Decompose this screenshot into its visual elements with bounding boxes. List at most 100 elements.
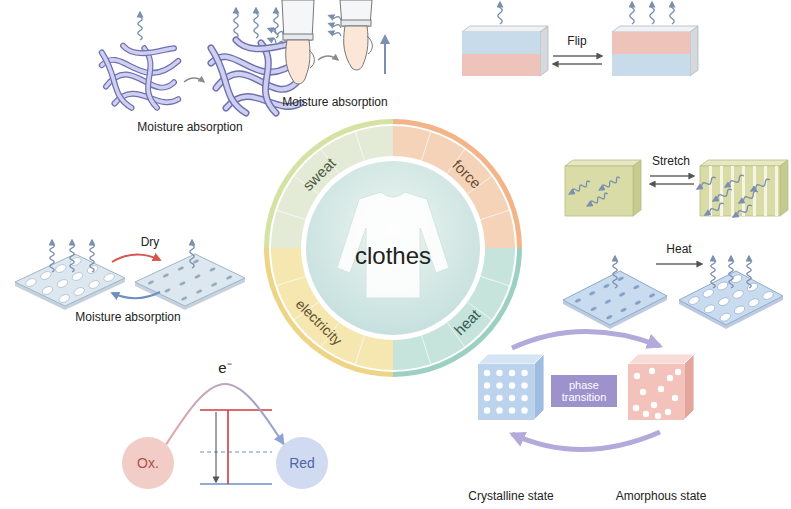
wavy-arrow (254, 8, 258, 38)
stretch-gap (720, 166, 723, 216)
redox-circle: Ox. (122, 437, 174, 489)
process-arrow (184, 78, 204, 82)
redox-circle: Red (276, 437, 328, 489)
pore (56, 278, 69, 289)
annotation-label: Crystalline state (468, 490, 553, 504)
fiber (211, 48, 246, 113)
wavy-arrow (498, 2, 502, 24)
thumb (309, 50, 314, 68)
sector-divider (421, 132, 430, 161)
sector-group (264, 248, 393, 377)
sector-group (393, 248, 522, 377)
center-rim (302, 157, 484, 339)
block-top (700, 160, 788, 166)
pore (39, 270, 52, 281)
fiber-outline (211, 48, 246, 113)
wavy-arrow (670, 2, 674, 24)
stretch-gap (731, 166, 734, 216)
bilayer-block (612, 26, 698, 76)
sector-divider (321, 322, 339, 346)
fiber-outline (261, 43, 276, 113)
annotation-label: Amorphous state (616, 490, 707, 504)
process-arrow (318, 56, 338, 60)
sector-divider (467, 302, 491, 320)
pore (181, 296, 187, 301)
atom (640, 389, 646, 395)
atom (496, 395, 502, 401)
pore (193, 259, 199, 264)
pore (762, 290, 775, 301)
wavy-arrow (70, 240, 74, 272)
sector-divider (480, 276, 509, 285)
stretch-block (565, 160, 641, 216)
pore (86, 264, 99, 275)
hand (286, 40, 310, 84)
sector-divider (467, 176, 491, 194)
hand-with-sleeve (340, 0, 372, 70)
wavy-arrow (329, 32, 341, 36)
pore (194, 274, 200, 279)
annotation-label: Dry (141, 236, 160, 250)
sector-divider (355, 132, 364, 161)
block-side (540, 26, 548, 76)
hand (344, 26, 368, 70)
atom (509, 395, 515, 401)
pore (617, 276, 624, 281)
cube-front (628, 364, 684, 420)
pore (54, 263, 67, 274)
fiber-bundle (102, 46, 179, 108)
wavy-arrow (705, 203, 724, 215)
cycle-arrow (512, 432, 660, 450)
atom (655, 413, 661, 419)
pore (589, 291, 596, 296)
pore (732, 289, 745, 300)
pore (606, 315, 613, 320)
atom (484, 382, 490, 388)
wavy-arrow (190, 240, 194, 268)
pore (733, 304, 746, 315)
wavy-arrow (50, 240, 54, 272)
wavy-arrow (90, 240, 94, 272)
wavy-arrow (713, 189, 732, 201)
pore (178, 266, 184, 271)
wavy-arrow (729, 256, 733, 288)
wavy-arrow (733, 205, 752, 217)
sector-divider (321, 149, 339, 173)
block-front (565, 166, 633, 216)
annotation-label: Moisture absorption (75, 311, 180, 325)
pore (717, 296, 730, 307)
atom (521, 407, 527, 413)
atom (521, 382, 527, 388)
center-circle: clothes (301, 156, 485, 340)
pore (605, 299, 612, 304)
wavy-arrow (711, 256, 715, 288)
pore (687, 295, 700, 306)
lower-layer (612, 54, 690, 76)
wavy-arrow (329, 24, 341, 28)
dry-arrow (112, 254, 160, 262)
atom (672, 395, 678, 401)
wavy-arrow (587, 193, 608, 206)
sector-divider (355, 335, 364, 364)
thumb (367, 36, 372, 54)
pore (73, 286, 86, 297)
atom (665, 409, 671, 415)
sector-divider (447, 322, 465, 346)
wavy-arrow (569, 181, 590, 194)
absorb-arrow (112, 292, 160, 298)
shirt-icon (337, 192, 449, 298)
pore (620, 308, 627, 313)
cube-side (534, 354, 544, 420)
sector-divider (277, 210, 306, 219)
block-side (633, 160, 641, 216)
pore (719, 312, 732, 323)
sleeve (340, 0, 372, 26)
fiber (261, 43, 276, 113)
pore (24, 277, 37, 288)
outer-ring (393, 119, 522, 248)
atom (509, 382, 515, 388)
material-cube (628, 354, 694, 420)
heat-arrow (656, 263, 702, 264)
annotation-label: Stretch (652, 155, 690, 169)
stretch-arrow (650, 183, 694, 184)
